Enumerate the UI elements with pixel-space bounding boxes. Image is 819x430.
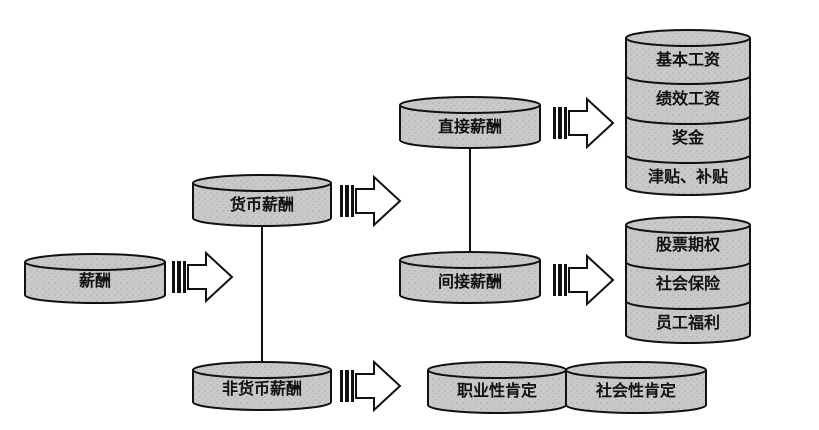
node-career-recognition-label: 职业性肯定 xyxy=(457,381,537,400)
direct-item: 奖金 xyxy=(672,128,705,147)
node-direct-label: 直接薪酬 xyxy=(438,117,502,136)
cylinder-direct: 直接薪酬 xyxy=(399,96,541,149)
arrow-direct-to-items xyxy=(552,98,614,148)
arrow-monetary-to-direct xyxy=(339,176,401,226)
node-monetary-label: 货币薪酬 xyxy=(230,195,294,214)
cylinder-social-recognition: 社会性肯定 xyxy=(565,361,707,414)
node-non-monetary-label: 非货币薪酬 xyxy=(222,379,302,398)
arrow-non-monetary-to-recognition xyxy=(339,361,401,411)
arrow-root-to-monetary xyxy=(171,252,233,302)
stack-indirect-items: 股票期权 社会保险 员工福利 xyxy=(625,216,751,344)
node-indirect-label: 间接薪酬 xyxy=(438,272,502,291)
indirect-item: 社会保险 xyxy=(655,274,721,293)
cylinder-monetary: 货币薪酬 xyxy=(192,174,332,227)
stack-direct-items: 基本工资 绩效工资 奖金 津贴、补贴 xyxy=(625,29,751,196)
node-root-label: 薪酬 xyxy=(79,271,111,290)
direct-item: 绩效工资 xyxy=(656,89,720,108)
direct-item: 津贴、补贴 xyxy=(648,167,728,186)
cylinder-indirect: 间接薪酬 xyxy=(399,251,541,304)
cylinder-root: 薪酬 xyxy=(24,253,166,304)
node-social-recognition-label: 社会性肯定 xyxy=(595,381,676,400)
indirect-item: 股票期权 xyxy=(656,235,721,254)
direct-item: 基本工资 xyxy=(655,50,720,69)
cylinder-non-monetary: 非货币薪酬 xyxy=(192,361,332,411)
cylinder-career-recognition: 职业性肯定 xyxy=(427,361,567,414)
arrow-indirect-to-items xyxy=(552,255,614,305)
indirect-item: 员工福利 xyxy=(656,313,720,332)
